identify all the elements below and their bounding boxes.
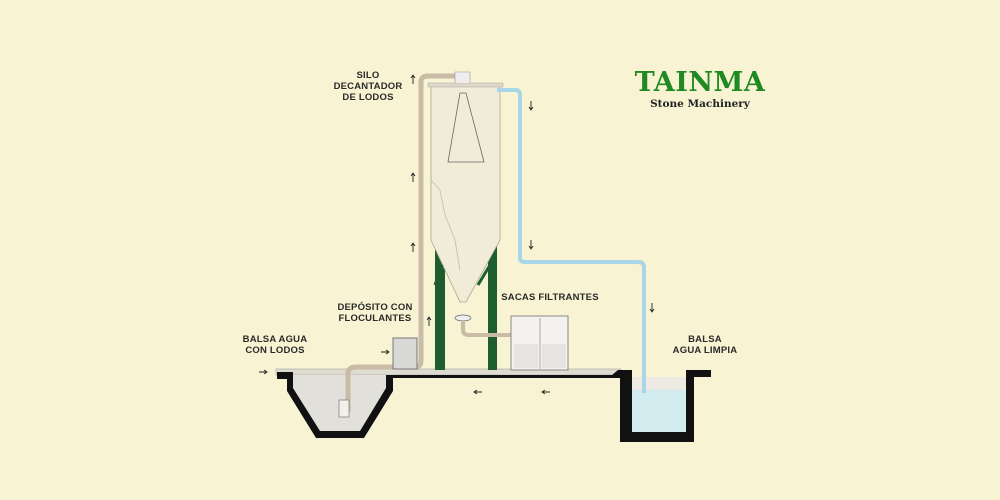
ground-black-line: [393, 370, 632, 378]
label-balsa-limpia: BALSA AGUA LIMPIA: [665, 334, 745, 356]
clean-pond-wall: [620, 370, 711, 442]
label-silo-line: SILO: [356, 70, 380, 81]
sludge-pond-wall: [277, 372, 393, 438]
label-deposito: DEPÓSITO CON FLOCULANTES: [330, 302, 420, 324]
label-balsa-limpia-line: AGUA LIMPIA: [672, 345, 738, 356]
brand-subtitle: Stone Machinery: [650, 98, 750, 110]
silo-leg-right: [488, 235, 497, 370]
outlet-pipe: [461, 322, 525, 345]
silo-leg-left: [435, 203, 445, 370]
clean-pond-water: [631, 390, 687, 432]
label-silo-line: DE LODOS: [342, 92, 394, 103]
brand-name: TAINMA: [634, 67, 766, 98]
label-silo: SILO DECANTADOR DE LODOS: [328, 70, 408, 103]
pump-icon: [338, 399, 350, 418]
silo-valve-icon: [454, 314, 472, 322]
label-balsa-lodos-line: BALSA AGUA: [242, 334, 308, 345]
label-sacas: SACAS FILTRANTES: [501, 292, 599, 303]
clean-water-pipe: [497, 88, 646, 393]
brand-logo: TAINMA Stone Machinery: [630, 67, 770, 111]
label-balsa-lodos-line: CON LODOS: [245, 345, 305, 356]
sludge-pipe: [345, 73, 462, 412]
label-balsa-limpia-line: BALSA: [688, 334, 722, 345]
label-deposito-line: DEPÓSITO CON: [337, 302, 413, 313]
flow-arrows: [259, 74, 655, 395]
label-balsa-lodos: BALSA AGUA CON LODOS: [235, 334, 315, 356]
silo-inner-cone: [447, 92, 485, 163]
silo-top-vent: [454, 71, 471, 83]
ground-slab: [275, 368, 622, 376]
label-silo-line: DECANTADOR: [333, 81, 403, 92]
label-deposito-line: FLOCULANTES: [338, 313, 412, 324]
flocculant-tank: [392, 337, 418, 370]
